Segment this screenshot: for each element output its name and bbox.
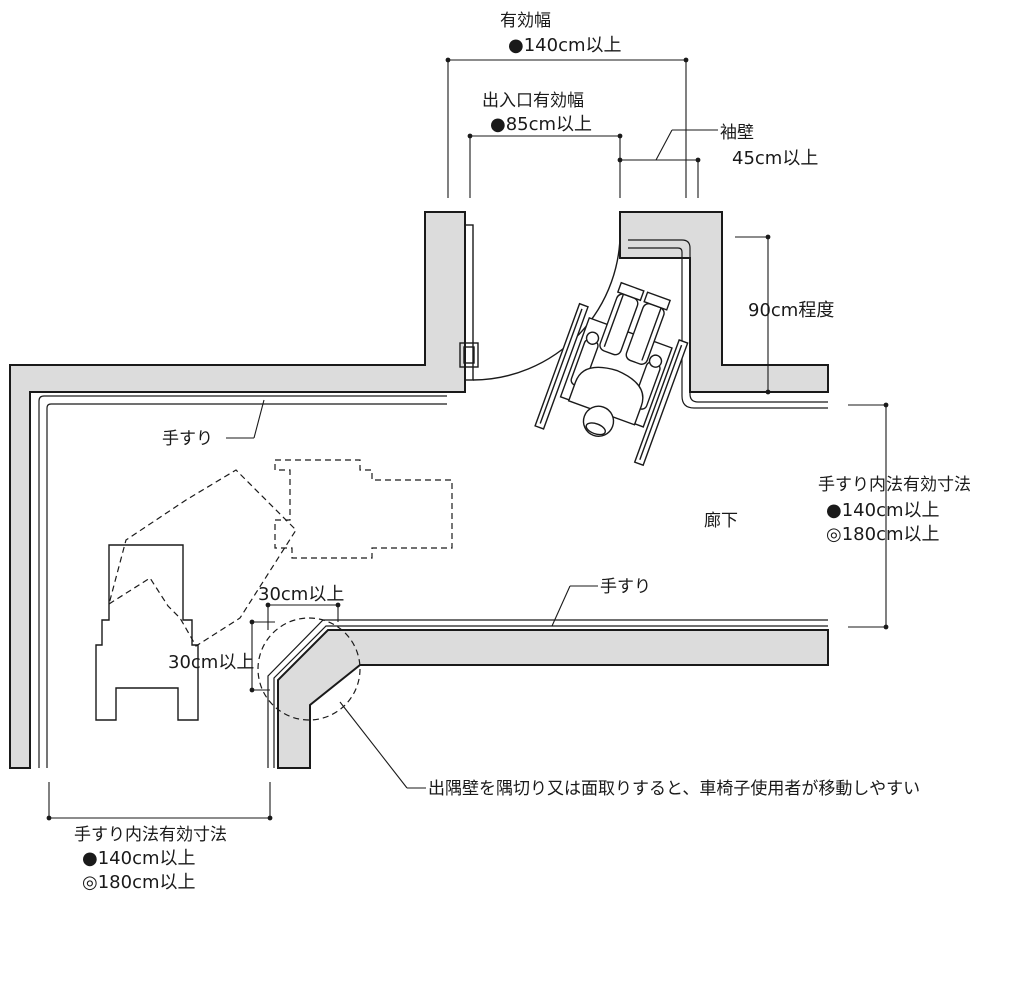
entrance-total-value: ●140cm以上 [508,35,622,56]
door-handle [459,342,479,368]
chamfer-highlight-circle [257,617,361,721]
door-swing-arc [472,225,621,381]
upper-left-wall [9,211,466,769]
right-width-title: 手すり内法有効寸法 [818,475,971,495]
vehicle-dashed-rotated [108,469,297,647]
corridor-label: 廊下 [704,511,738,531]
door-handle-inner [463,346,475,364]
door-width-value: ●85cm以上 [490,114,592,135]
bottom-width-value-1: ●140cm以上 [82,848,196,869]
rail-height-value: 90cm程度 [748,300,834,321]
bottom-width-title: 手すり内法有効寸法 [74,825,227,845]
door-width-title: 出入口有効幅 [482,91,584,111]
handrail-lower-inner [273,625,828,768]
handrail-upper-right-outer [628,239,828,403]
handrail-lower-outer [267,619,828,768]
sleeve-wall-leader [655,129,673,161]
right-width-value-2: ◎180cm以上 [826,524,940,545]
corner-note-leader [339,701,408,789]
chamfer-vertical-label: 30cm以上 [168,652,254,673]
sleeve-wall-title: 袖壁 [720,123,754,143]
lower-chamfered-wall [277,629,829,769]
wheelchair-user-figure [534,281,689,467]
upper-right-wall [619,211,829,393]
door-leaf [464,224,474,381]
vehicle-dashed-straight [274,459,453,559]
vehicle-solid-outline [95,544,199,721]
sleeve-wall-value: 45cm以上 [732,148,818,169]
handrail-upper-left-inner [46,403,447,768]
handrail-upper-left-outer [38,395,447,768]
entrance-total-title: 有効幅 [500,11,551,31]
corner-note: 出隅壁を隅切り又は面取りすると、車椅子使用者が移動しやすい [428,778,920,799]
right-width-value-1: ●140cm以上 [826,500,940,521]
chamfer-horizontal-label: 30cm以上 [258,584,344,605]
handrail-lower-label: 手すり [600,577,651,597]
bottom-width-value-2: ◎180cm以上 [82,872,196,893]
handrail-upper-right-inner [628,247,828,409]
handrail-upper-label: 手すり [162,429,213,449]
